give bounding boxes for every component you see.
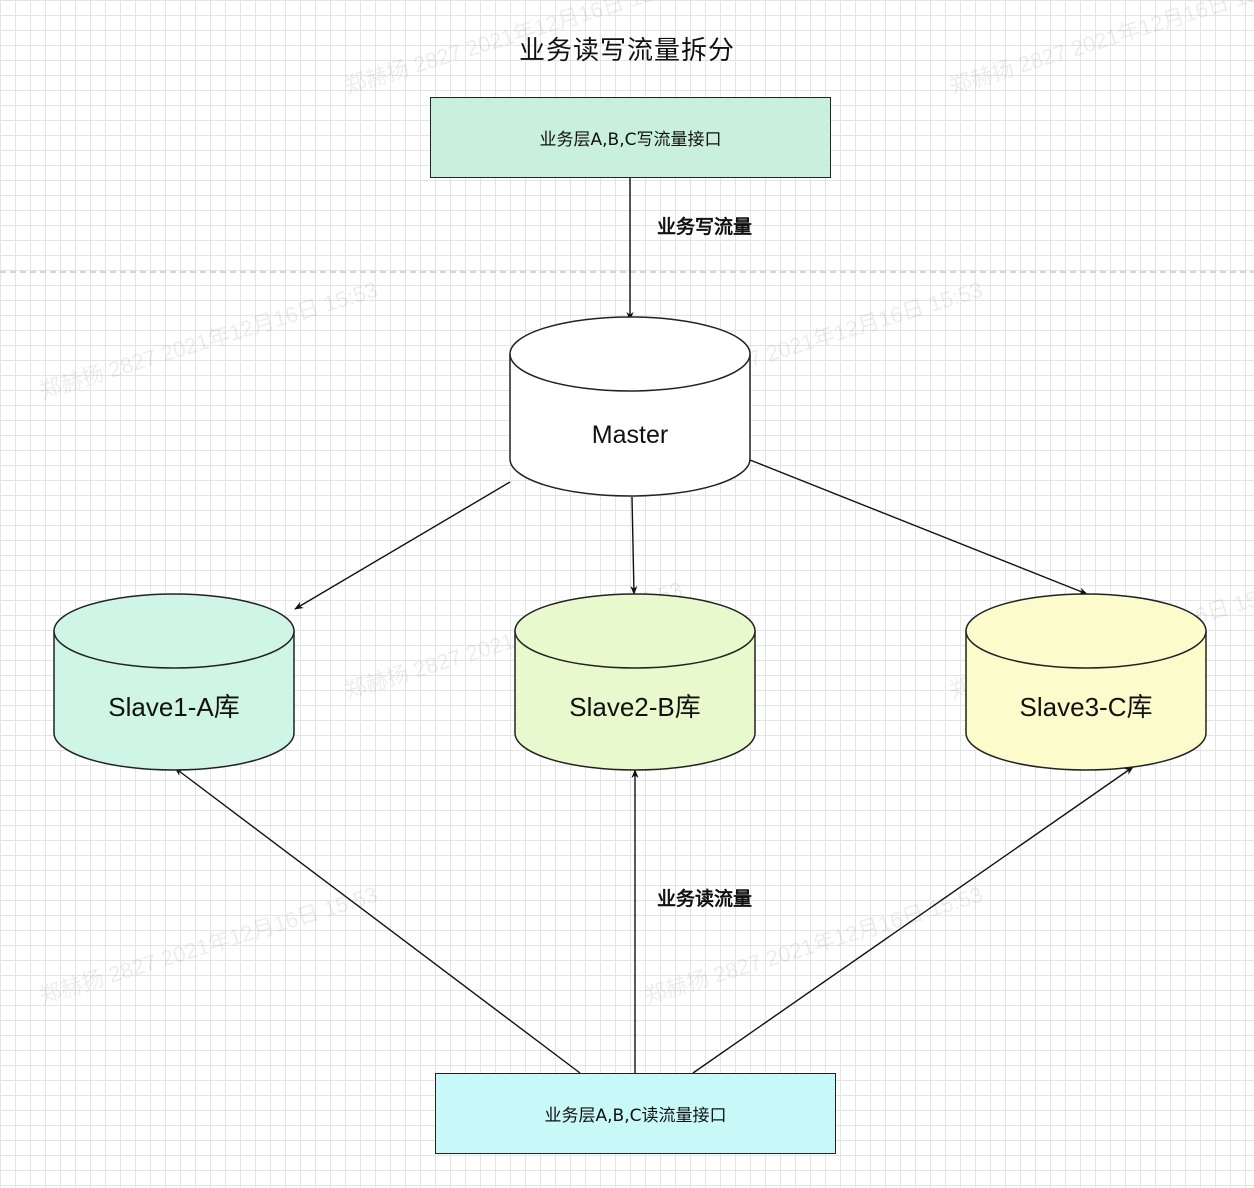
write-interface-label: 业务层A,B,C写流量接口 xyxy=(539,130,722,150)
replication-arrow-slave1 xyxy=(294,481,511,610)
read-interface-label: 业务层A,B,C读流量接口 xyxy=(544,1106,727,1126)
slave2-label: Slave2-B库 xyxy=(569,692,701,722)
replication-arrow-slave2 xyxy=(630,496,638,595)
slave1-database[interactable]: Slave1-A库 xyxy=(53,593,295,771)
write-interface-box[interactable]: 业务层A,B,C写流量接口 xyxy=(430,97,831,178)
diagram-title: 业务读写流量拆分 xyxy=(518,36,735,66)
read-interface-box[interactable]: 业务层A,B,C读流量接口 xyxy=(435,1073,836,1154)
slave3-label: Slave3-C库 xyxy=(1020,692,1153,722)
slave2-database[interactable]: Slave2-B库 xyxy=(514,593,756,771)
read-flow-arrow-slave1 xyxy=(174,767,581,1074)
master-label: Master xyxy=(592,421,668,449)
read-flow-label: 业务读流量 xyxy=(657,888,753,910)
replication-arrow-slave3 xyxy=(749,459,1088,595)
master-database[interactable]: Master xyxy=(509,316,751,497)
write-flow-label: 业务写流量 xyxy=(657,216,753,238)
slave3-database[interactable]: Slave3-C库 xyxy=(965,593,1207,771)
read-flow-arrow-slave3 xyxy=(692,766,1134,1074)
slave1-label: Slave1-A库 xyxy=(108,692,240,722)
